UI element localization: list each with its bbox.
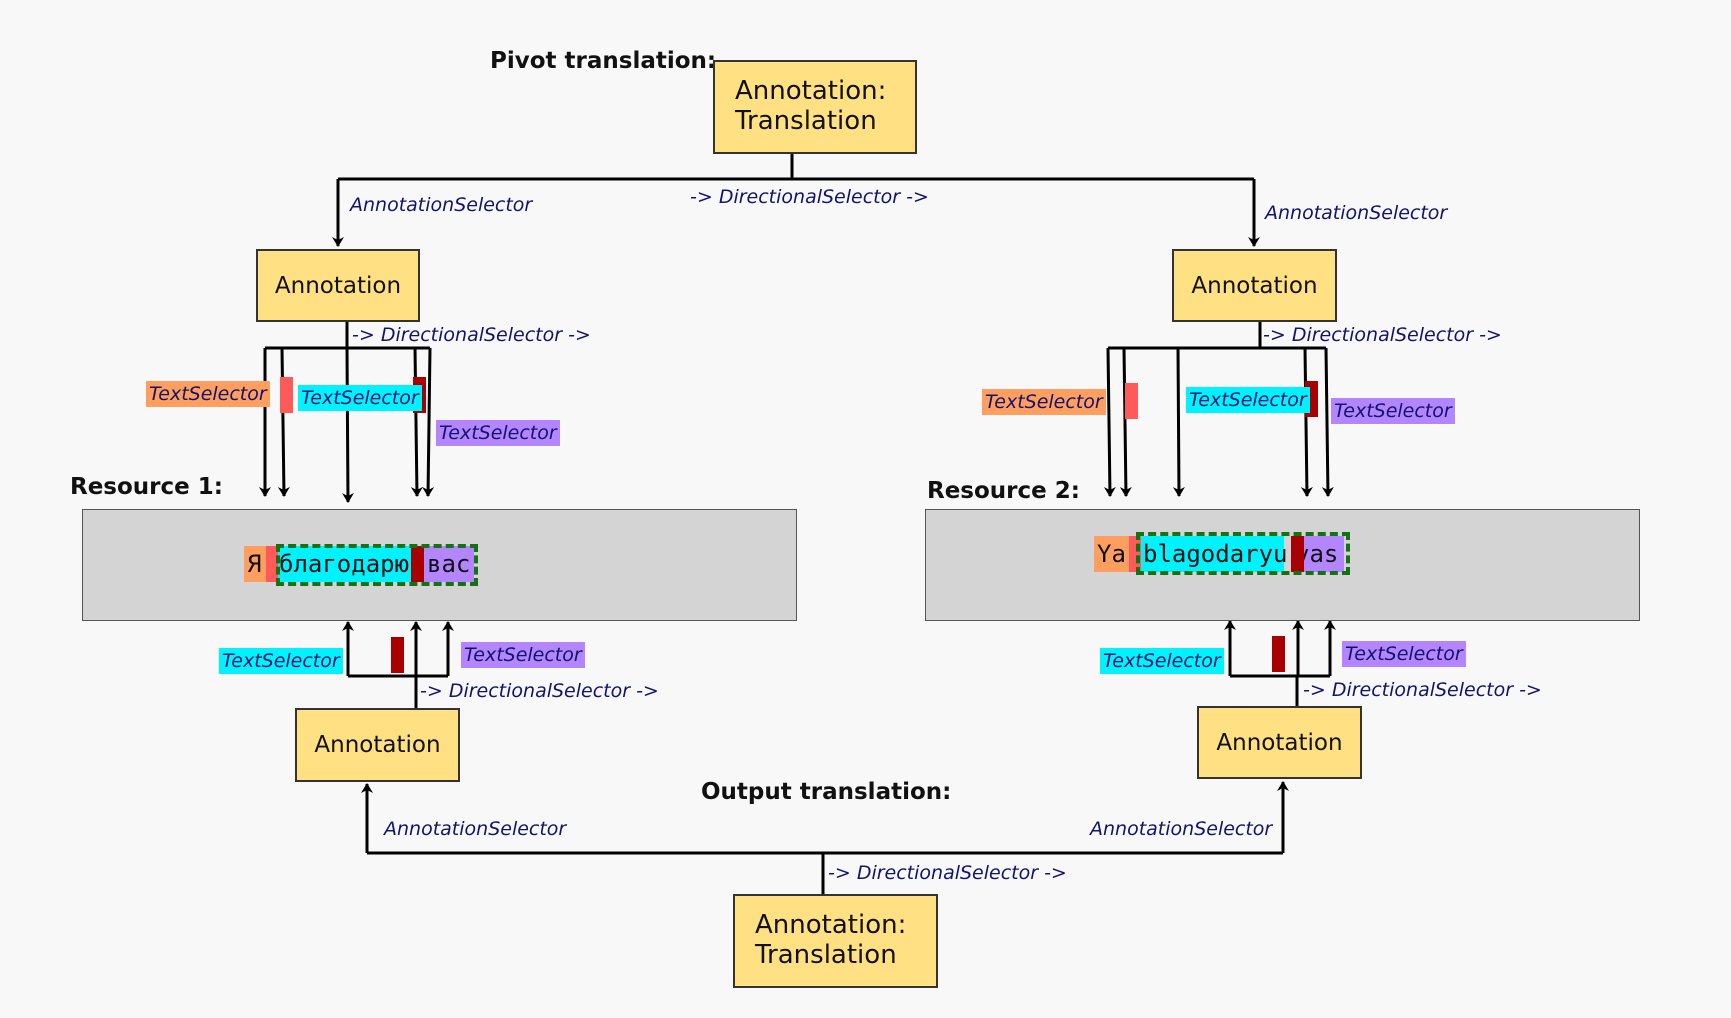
ul-arrow-3: [341, 347, 354, 503]
ur-arrow-4: [1300, 347, 1313, 497]
resource1-darkred-marker: [411, 546, 424, 582]
pivot-right-selector-label: AnnotationSelector: [1265, 202, 1448, 224]
output-box-line2: Translation: [755, 940, 897, 970]
pivot-left-selector-label: AnnotationSelector: [350, 194, 533, 216]
lr-darkred-marker: [1272, 636, 1285, 672]
ul-arrow-5: [422, 347, 435, 497]
ur-arrow-5: [1321, 347, 1334, 497]
output-translation-box[interactable]: Annotation: Translation: [733, 894, 938, 988]
ll-textselector-purple: TextSelector: [461, 642, 585, 668]
ur-textselector-orange: TextSelector: [982, 389, 1106, 415]
ul-annotation-box[interactable]: Annotation: [256, 249, 420, 322]
ur-arrow-1: [1103, 347, 1116, 497]
ll-darkred-marker: [391, 637, 404, 673]
ul-salmon-marker: [280, 377, 293, 413]
ur-arrow-2: [1119, 347, 1132, 497]
lr-directional-label: -> DirectionalSelector ->: [1303, 679, 1542, 701]
output-left-selector-label: AnnotationSelector: [384, 818, 567, 840]
ll-annotation-box[interactable]: Annotation: [295, 708, 460, 782]
resource1-token-2[interactable]: благодарю: [276, 546, 414, 582]
resource1-token-1[interactable]: Я: [244, 546, 270, 582]
resource2-panel: Ya blagodaryu vas: [925, 509, 1640, 621]
ul-arrow-2: [277, 347, 290, 497]
pivot-box-line2: Translation: [735, 106, 877, 136]
resource2-heading: Resource 2:: [927, 478, 1080, 504]
ur-arrow-3: [1172, 347, 1185, 497]
ur-annotation-box[interactable]: Annotation: [1172, 249, 1337, 322]
ul-textselector-purple: TextSelector: [436, 420, 560, 446]
connector-lines: [259, 154, 1336, 894]
ul-textselector-cyan: TextSelector: [298, 385, 422, 411]
lr-textselector-cyan: TextSelector: [1100, 648, 1224, 674]
ll-directional-label: -> DirectionalSelector ->: [420, 680, 659, 702]
lr-textselector-purple: TextSelector: [1342, 641, 1466, 667]
ul-arrow-4: [410, 347, 423, 497]
output-directional-label: -> DirectionalSelector ->: [828, 862, 1067, 884]
ur-textselector-cyan: TextSelector: [1186, 387, 1310, 413]
pivot-directional-label: -> DirectionalSelector ->: [690, 186, 929, 208]
resource1-salmon-marker: [266, 546, 278, 582]
resource2-token-2[interactable]: blagodaryu: [1140, 536, 1288, 572]
resource1-panel: Я благодарю вас: [82, 509, 797, 621]
resource1-dashed-selection: [276, 544, 478, 586]
resource1-heading: Resource 1:: [70, 474, 223, 500]
resource2-darkred-marker: [1291, 536, 1304, 572]
ur-textselector-purple: TextSelector: [1331, 398, 1455, 424]
pivot-heading: Pivot translation:: [490, 48, 717, 74]
output-right-selector-label: AnnotationSelector: [1090, 818, 1273, 840]
output-box-line1: Annotation:: [755, 910, 907, 940]
resource1-token-3[interactable]: вас: [424, 546, 474, 582]
pivot-box-line1: Annotation:: [735, 76, 887, 106]
resource2-dashed-selection: [1136, 532, 1350, 575]
ul-textselector-orange: TextSelector: [146, 381, 270, 407]
lr-annotation-box[interactable]: Annotation: [1197, 706, 1362, 779]
pivot-translation-box[interactable]: Annotation: Translation: [713, 60, 917, 154]
ur-directional-label: -> DirectionalSelector ->: [1263, 324, 1502, 346]
ll-textselector-cyan: TextSelector: [219, 648, 343, 674]
output-heading: Output translation:: [701, 779, 952, 805]
ul-directional-label: -> DirectionalSelector ->: [352, 324, 591, 346]
resource2-token-1[interactable]: Ya: [1094, 536, 1132, 572]
ur-salmon-marker: [1125, 383, 1138, 419]
